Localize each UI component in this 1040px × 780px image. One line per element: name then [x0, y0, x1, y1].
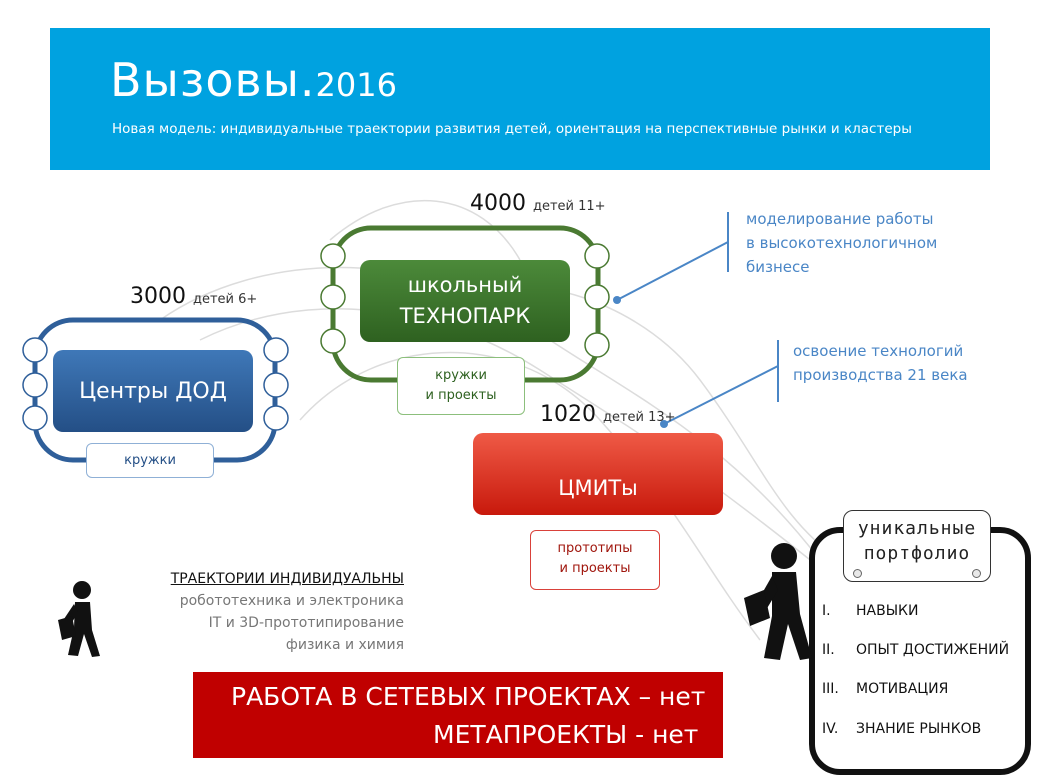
walking-person-icon: [58, 581, 100, 657]
portfolio-item: I. НАВЫКИ: [822, 603, 918, 619]
note2-line: освоение технологий: [793, 342, 964, 360]
cmit-label: ЦМИТы: [558, 476, 638, 500]
walking-person-large-icon: [744, 543, 812, 660]
technopark-box: школьный ТЕХНОПАРК: [360, 260, 570, 342]
trajectory-item: IT и 3D-прототипирование: [208, 615, 404, 631]
dod-count-value: 3000: [130, 284, 186, 309]
portfolio-title-line2: портфолио: [863, 543, 971, 564]
screw-icon: [853, 569, 862, 578]
technopark-tag-line2: и проекты: [425, 388, 497, 403]
cmit-count: 1020 детей 13+: [540, 402, 676, 427]
cmit-tag: прототипы и проекты: [530, 530, 660, 590]
technopark-tag: кружки и проекты: [397, 357, 525, 415]
page-subtitle: Новая модель: индивидуальные траектории …: [112, 121, 912, 137]
technopark-count: 4000 детей 11+: [470, 191, 606, 216]
technopark-label-line2: ТЕХНОПАРК: [399, 304, 531, 328]
technopark-count-value: 4000: [470, 191, 526, 216]
portfolio-title: уникальные портфолио: [843, 510, 991, 582]
note-technology: освоение технологий производства 21 века: [793, 339, 1023, 387]
dod-frame: [22, 317, 289, 463]
technopark-label-line1: школьный: [407, 273, 523, 297]
portfolio-item-num: I.: [822, 603, 831, 619]
note-business-modeling: моделирование работы в высокотехнологичн…: [746, 207, 976, 279]
cmit-tag-line2: и проекты: [559, 561, 631, 576]
note1-line: бизнесе: [746, 258, 810, 276]
network-projects-banner: РАБОТА В СЕТЕВЫХ ПРОЕКТАХ – нет МЕТАПРОЕ…: [193, 672, 723, 758]
screw-icon: [972, 569, 981, 578]
note2-line: производства 21 века: [793, 366, 968, 384]
dod-box: Центры ДОД: [53, 350, 253, 432]
trajectories-block: ТРАЕКТОРИИ ИНДИВИДУАЛЬНЫ робототехника и…: [150, 568, 404, 656]
cmit-count-value: 1020: [540, 402, 596, 427]
banner-line2: МЕТАПРОЕКТЫ - нет: [433, 720, 699, 749]
note1-line: моделирование работы: [746, 210, 934, 228]
portfolio-item-text: МОТИВАЦИЯ: [856, 681, 949, 697]
note-connectors: [616, 212, 779, 425]
note1-line: в высокотехнологичном: [746, 234, 938, 252]
portfolio-item-num: III.: [822, 681, 839, 697]
header-banner: [50, 28, 990, 170]
trajectory-item: физика и химия: [285, 637, 404, 653]
cmit-tag-line1: прототипы: [557, 541, 633, 556]
note2-dot: [660, 420, 668, 428]
portfolio-item-num: II.: [822, 642, 835, 658]
technopark-tag-line1: кружки: [435, 368, 487, 383]
portfolio-title-line1: уникальные: [857, 518, 977, 539]
title-main: Вызовы.: [110, 53, 316, 107]
dod-count: 3000 детей 6+: [130, 284, 257, 309]
cmit-count-unit: детей 13+: [603, 410, 676, 425]
technopark-frame: [320, 225, 610, 383]
portfolio-item-text: НАВЫКИ: [856, 603, 919, 619]
page-title: Вызовы.2016: [110, 50, 397, 115]
cmit-box: ЦМИТы: [473, 433, 723, 515]
technopark-count-unit: детей 11+: [533, 199, 606, 214]
title-year: 2016: [315, 66, 397, 104]
trajectories-title: ТРАЕКТОРИИ ИНДИВИДУАЛЬНЫ: [170, 571, 404, 587]
portfolio-item: IV. ЗНАНИЕ РЫНКОВ: [822, 721, 981, 737]
note1-dot: [613, 296, 621, 304]
dod-label: Центры ДОД: [79, 378, 227, 404]
portfolio-item: III. МОТИВАЦИЯ: [822, 681, 948, 697]
banner-line1: РАБОТА В СЕТЕВЫХ ПРОЕКТАХ – нет: [231, 682, 706, 711]
dod-count-unit: детей 6+: [193, 292, 258, 307]
trajectory-item: робототехника и электроника: [179, 593, 404, 609]
portfolio-item: II. ОПЫТ ДОСТИЖЕНИЙ: [822, 642, 1009, 658]
portfolio-item-num: IV.: [822, 721, 839, 737]
dod-tag: кружки: [86, 443, 214, 478]
portfolio-item-text: ЗНАНИЕ РЫНКОВ: [856, 721, 982, 737]
portfolio-item-text: ОПЫТ ДОСТИЖЕНИЙ: [856, 642, 1010, 658]
